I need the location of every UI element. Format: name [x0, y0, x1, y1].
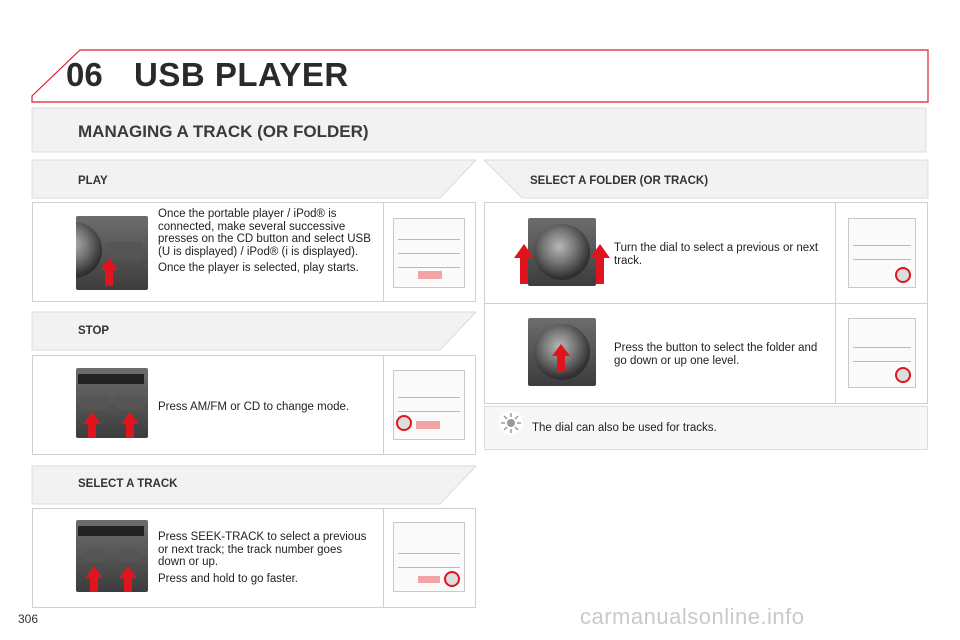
arrow-up-icon — [121, 412, 139, 424]
tune-sound-dial-turn-photo — [528, 218, 596, 286]
cd-button-photo — [76, 216, 148, 290]
select-track-tip: Press and hold to go faster. — [158, 572, 299, 585]
select-track-subhead-bg — [31, 465, 478, 505]
seek-forward-icon — [118, 550, 140, 562]
amfm-cd-photo — [76, 368, 148, 438]
seek-back-icon — [84, 550, 106, 562]
stop-heading: STOP — [78, 325, 110, 337]
radio-diagram — [393, 370, 465, 440]
play-result: Once the player is selected, play starts… — [158, 262, 359, 274]
tip-icon — [499, 411, 523, 435]
radio-diagram — [848, 318, 916, 388]
header-frame — [31, 49, 929, 103]
note-box — [484, 406, 928, 450]
seek-track-photo — [76, 520, 148, 592]
tune-sound-dial-icon — [534, 224, 590, 280]
note-text: The dial can also be used for tracks. — [532, 422, 717, 434]
select-folder-heading: SELECT A FOLDER (OR TRACK) — [530, 175, 709, 187]
arrow-up-icon — [552, 344, 570, 356]
play-heading: PLAY — [78, 175, 108, 187]
radio-diagram — [393, 218, 465, 288]
cd-button-icon — [82, 396, 108, 410]
rotate-arrows-icon — [514, 244, 610, 284]
radio-diagram — [848, 218, 916, 288]
play-instruction: Once the portable player / iPod® is conn… — [158, 208, 371, 258]
arrow-up-icon — [100, 258, 118, 270]
section-title: MANAGING A TRACK (OR FOLDER) — [78, 122, 369, 141]
dial-press-instruction: Press the button to select the folder an… — [614, 342, 818, 367]
stop-instruction: Press AM/FM or CD to change mode. — [158, 401, 350, 413]
arrow-up-icon — [119, 566, 137, 578]
radio-diagram — [393, 522, 465, 592]
watermark: carmanualsonline.info — [580, 604, 805, 629]
cd-button-icon — [108, 242, 142, 260]
dial-turn-instruction: Turn the dial to select a previous or ne… — [614, 242, 819, 267]
play-subhead-bg — [31, 159, 478, 199]
section-title-bg — [31, 107, 927, 153]
select-track-instruction: Press SEEK-TRACK to select a previous or… — [158, 531, 367, 568]
select-track-heading: SELECT A TRACK — [78, 478, 178, 490]
arrow-up-icon — [83, 412, 101, 424]
tune-sound-dial-press-photo — [528, 318, 596, 386]
stop-subhead-bg — [31, 311, 478, 351]
amfm-button-icon — [116, 396, 142, 410]
chapter-title: USB PLAYER — [134, 56, 349, 93]
chapter-number: 06 — [66, 56, 103, 93]
page-number: 306 — [18, 612, 39, 626]
select-folder-subhead-bg — [482, 159, 929, 199]
arrow-up-icon — [85, 566, 103, 578]
